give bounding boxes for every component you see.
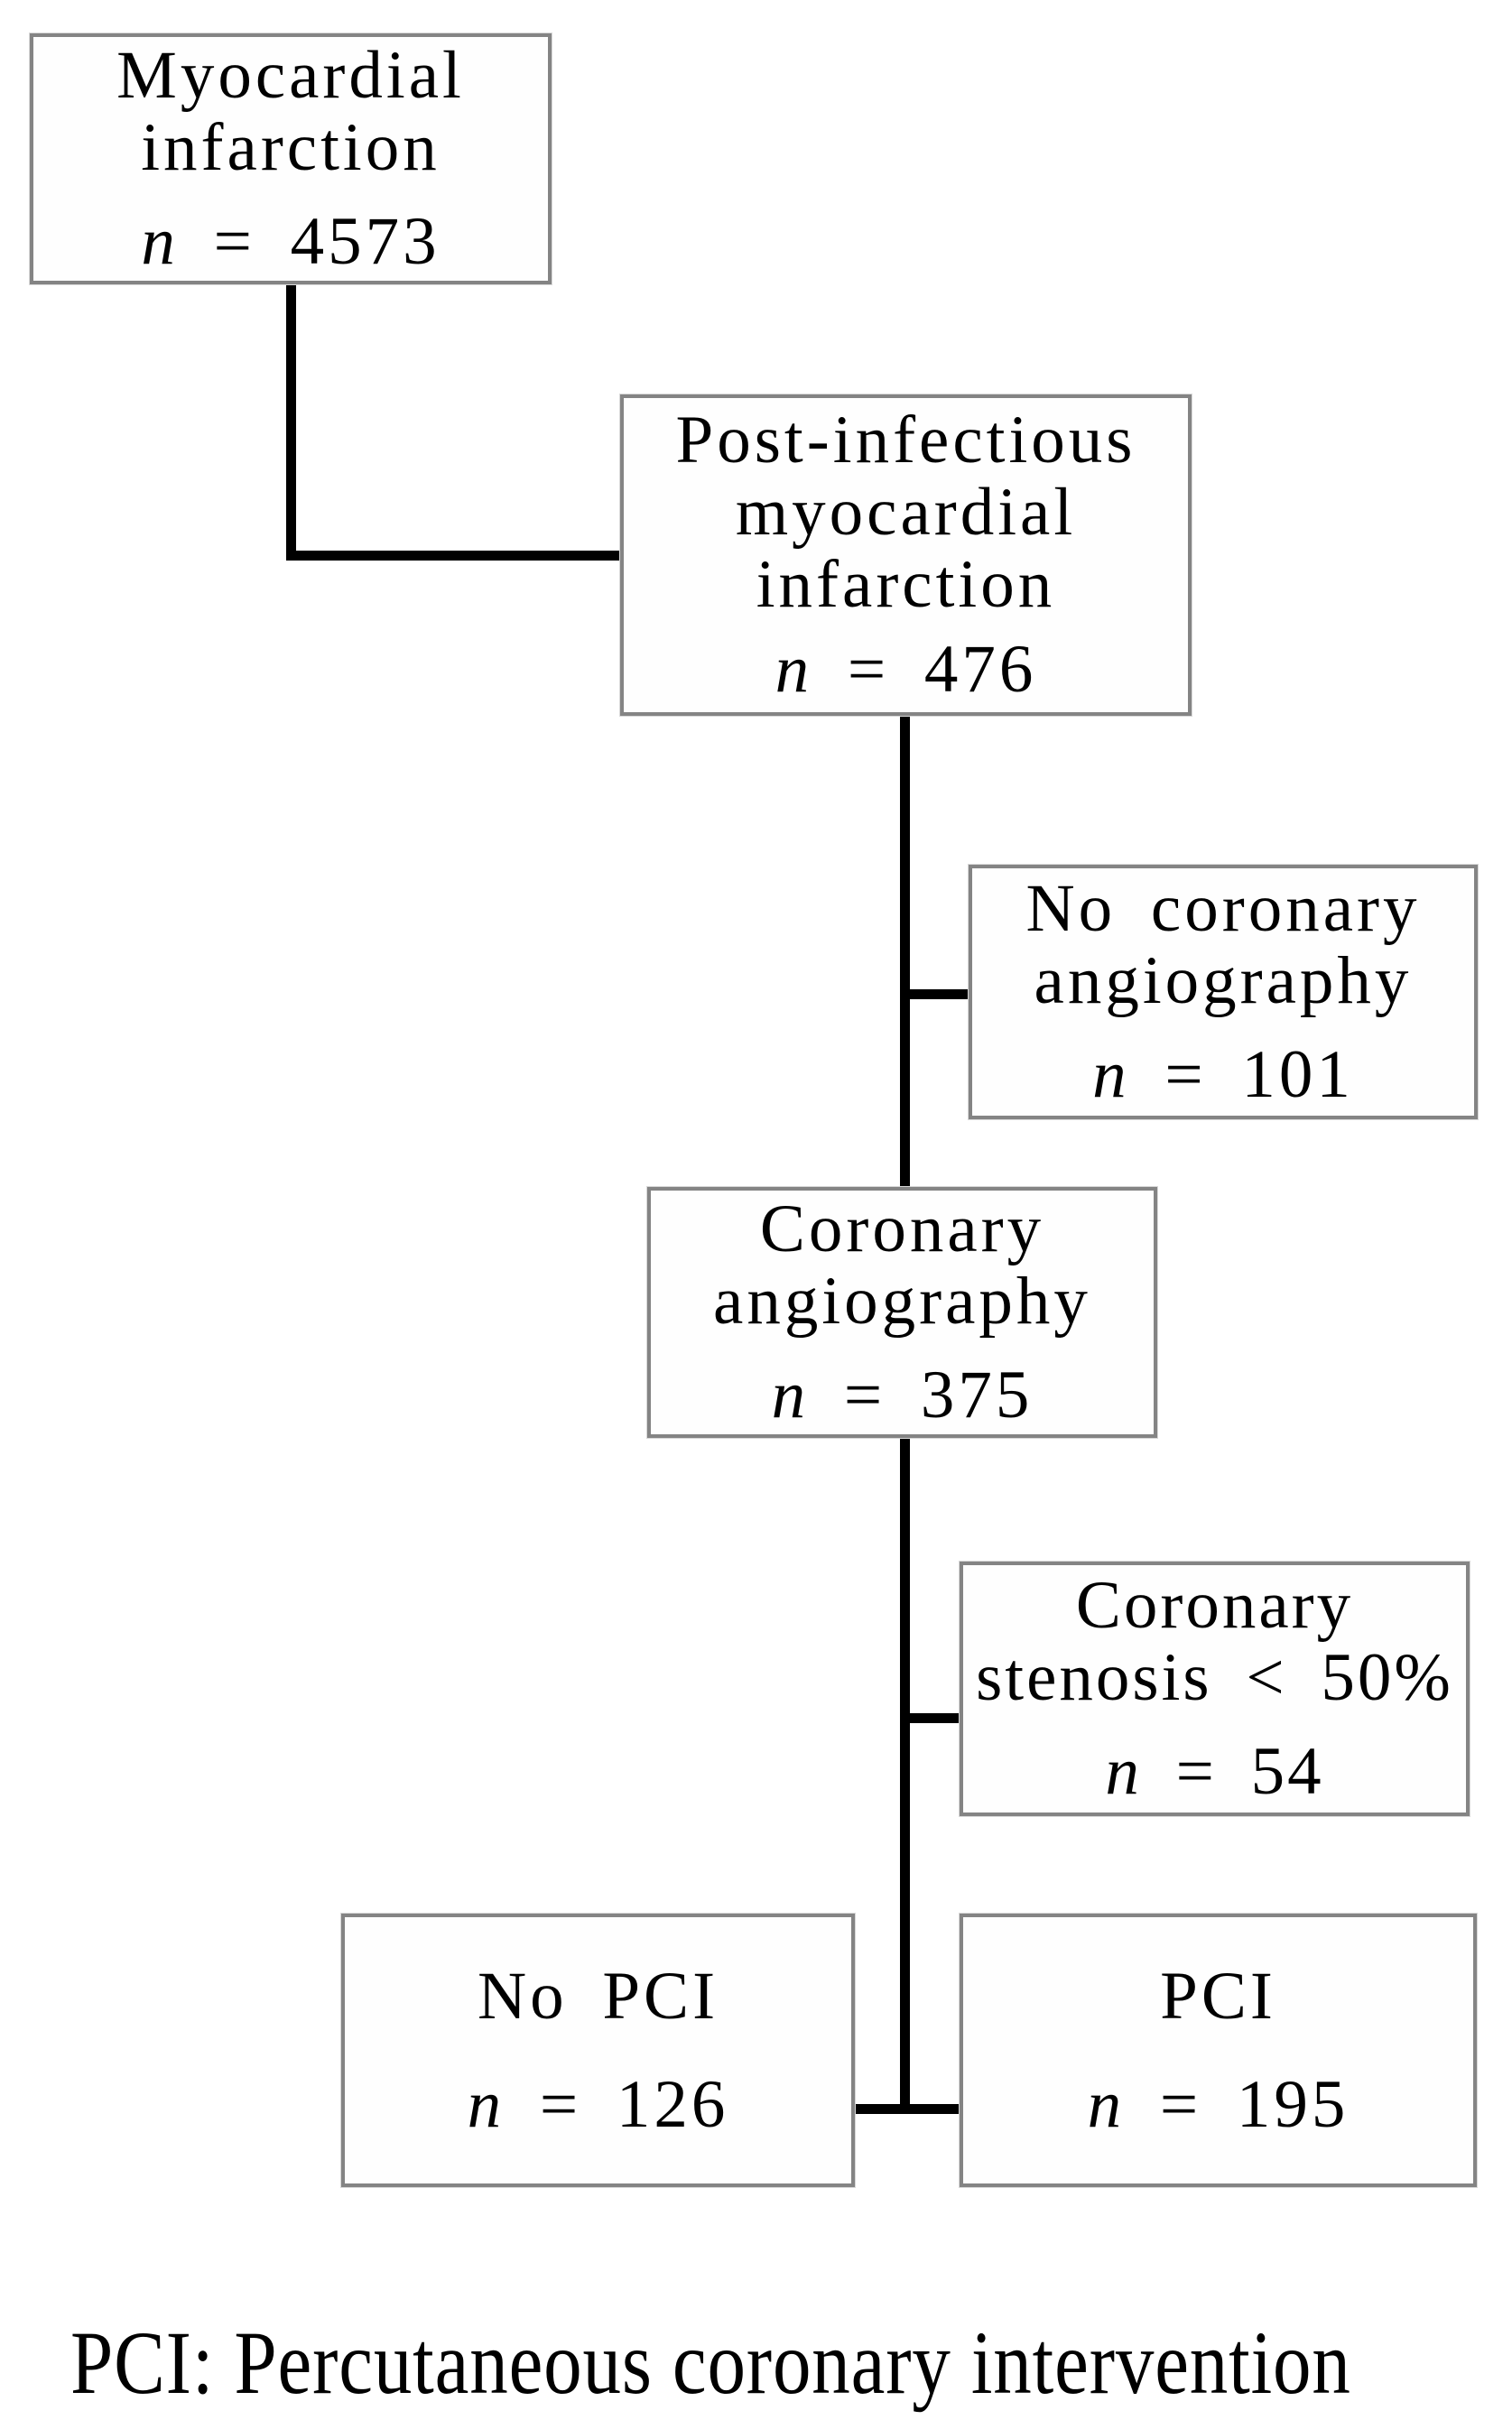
connector-box1-down xyxy=(286,284,296,561)
box-label-line: Coronary xyxy=(1075,1568,1354,1643)
box-label-line: infarction xyxy=(141,110,441,185)
box-myocardial-infarction: Myocardial infarction n = 4573 xyxy=(30,33,552,284)
box-n-value: n = 195 xyxy=(1087,2066,1350,2142)
box-n-value: n = 54 xyxy=(1105,1734,1324,1809)
box-label-line: myocardial xyxy=(735,475,1077,550)
connector-main-vertical-lower xyxy=(900,1434,910,2114)
box-label-line: No PCI xyxy=(477,1958,719,2034)
box-label-line: PCI xyxy=(1160,1958,1276,2034)
connector-to-stenosis xyxy=(904,1713,963,1723)
box-label-line: angiography xyxy=(1034,943,1413,1018)
box-pci: PCI n = 195 xyxy=(960,1914,1477,2187)
box-n-value: n = 101 xyxy=(1092,1037,1354,1112)
box-no-pci: No PCI n = 126 xyxy=(341,1914,855,2187)
abbreviation-footnote: PCI: Percutaneous coronary intervention xyxy=(70,2313,1351,2413)
connector-box1-to-box2 xyxy=(286,551,624,561)
box-n-value: n = 126 xyxy=(467,2066,729,2142)
box-label-line: Myocardial xyxy=(116,38,465,113)
box-post-infectious-mi: Post-infectious myocardial infarction n … xyxy=(620,394,1192,716)
box-no-coronary-angiography: No coronary angiography n = 101 xyxy=(969,865,1478,1119)
connector-to-no-angiography xyxy=(904,989,972,999)
box-label-line: stenosis < 50% xyxy=(976,1640,1453,1715)
box-coronary-angiography: Coronary angiography n = 375 xyxy=(647,1187,1157,1438)
box-label-line: No coronary xyxy=(1025,871,1421,946)
box-label-line: angiography xyxy=(713,1264,1091,1339)
box-label-line: infarction xyxy=(756,547,1056,622)
box-n-value: n = 4573 xyxy=(141,204,441,279)
box-n-value: n = 476 xyxy=(775,632,1037,707)
connector-bottom-tee xyxy=(855,2104,963,2114)
box-n-value: n = 375 xyxy=(771,1358,1034,1432)
connector-main-vertical-upper xyxy=(900,716,910,1191)
box-label-line: Coronary xyxy=(759,1191,1045,1266)
box-coronary-stenosis: Coronary stenosis < 50% n = 54 xyxy=(960,1562,1470,1816)
box-label-line: Post-infectious xyxy=(675,403,1136,477)
